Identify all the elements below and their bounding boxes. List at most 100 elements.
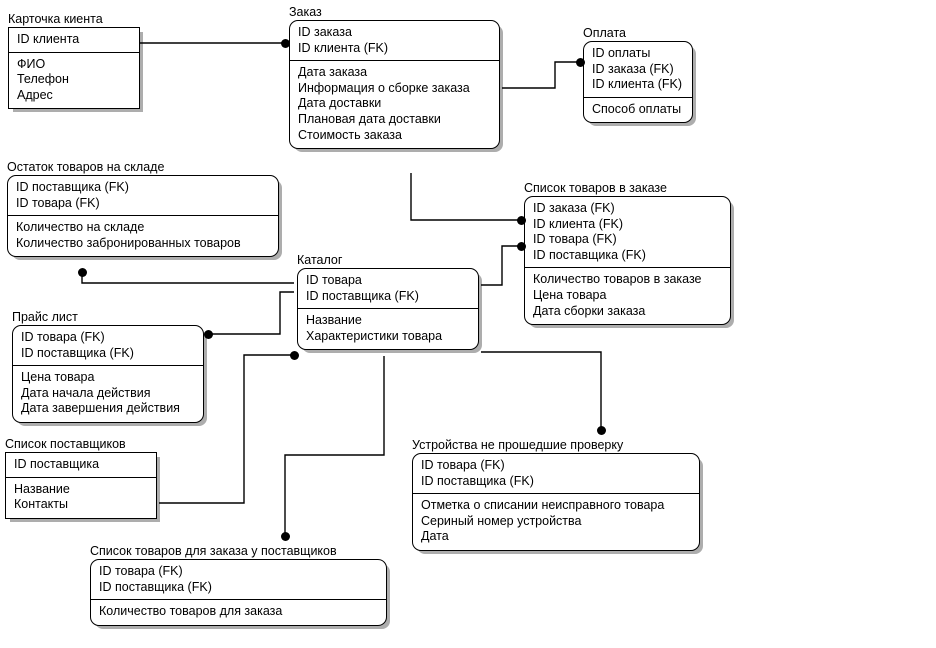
entity-title: Оплата bbox=[583, 26, 626, 40]
attribute-field: Количество товаров в заказе bbox=[533, 272, 702, 287]
dot-price-right bbox=[203, 329, 213, 339]
rel-order-payment bbox=[502, 61, 580, 89]
entity-box[interactable]: ID заказа (FK)ID клиента (FK)ID товара (… bbox=[524, 196, 731, 326]
dot-payment-left bbox=[575, 57, 585, 67]
key-attributes-section: ID клиента bbox=[9, 28, 139, 52]
dot-catalog-left bbox=[289, 350, 299, 360]
attribute-field: Название bbox=[14, 481, 70, 496]
attribute-field: Способ оплаты bbox=[592, 101, 682, 116]
key-field: ID заказа bbox=[298, 25, 352, 39]
key-attributes-section: ID поставщика (FK)ID товара (FK) bbox=[8, 176, 278, 215]
attribute-field: Плановая дата доставки bbox=[298, 111, 441, 126]
entity-box[interactable]: ID товара (FK)ID поставщика (FK)Цена тов… bbox=[12, 325, 204, 423]
key-field: ID поставщика bbox=[14, 457, 100, 471]
non-key-attributes-section: Способ оплаты bbox=[584, 96, 692, 123]
attribute-field: Количество забронированных товаров bbox=[16, 235, 241, 250]
key-field: ID поставщика (FK) bbox=[533, 247, 646, 262]
dot-orderlist-top bbox=[280, 531, 290, 541]
key-field: ID товара (FK) bbox=[533, 232, 617, 247]
entity-title: Список товаров в заказе bbox=[524, 181, 667, 195]
key-field: ID клиента (FK) bbox=[533, 216, 624, 231]
attribute-field: Количество товаров для заказа bbox=[99, 604, 283, 619]
entity-box[interactable]: ID товара (FK)ID поставщика (FK)Отметка … bbox=[412, 453, 700, 551]
attribute-field: Количество на складе bbox=[16, 220, 145, 235]
key-field: ID клиента (FK) bbox=[298, 40, 389, 55]
entity-title: Список поставщиков bbox=[5, 437, 126, 451]
attribute-field: Информация о сборке заказа bbox=[298, 80, 470, 95]
attribute-field: Дата bbox=[421, 529, 449, 544]
attribute-field: Дата завершения действия bbox=[21, 401, 180, 416]
key-field: ID клиента (FK) bbox=[592, 77, 683, 92]
attribute-field: ФИО bbox=[17, 56, 46, 71]
dot-items-order bbox=[516, 215, 526, 225]
entity-box[interactable]: ID товара (FK)ID поставщика (FK) Количест… bbox=[90, 559, 387, 626]
key-field: ID поставщика (FK) bbox=[99, 579, 212, 594]
key-attributes-section: ID поставщика bbox=[6, 453, 156, 477]
attribute-field: Цена товара bbox=[533, 287, 607, 302]
entity-title: Карточка киента bbox=[8, 12, 103, 26]
dot-stock-bottom bbox=[77, 267, 87, 277]
key-field: ID поставщика (FK) bbox=[421, 473, 534, 488]
key-field: ID заказа (FK) bbox=[533, 201, 615, 215]
rel-catalog-items bbox=[481, 245, 521, 286]
dot-items-catalog bbox=[516, 241, 526, 251]
attribute-field: Характеристики товара bbox=[306, 328, 443, 343]
key-field: ID товара (FK) bbox=[16, 195, 100, 210]
rel-catalog-devices bbox=[481, 351, 602, 430]
key-field: ID клиента bbox=[17, 32, 80, 46]
attribute-field: Дата сборки заказа bbox=[533, 303, 646, 318]
key-field: ID товара (FK) bbox=[21, 330, 105, 344]
key-attributes-section: ID товара (FK)ID поставщика (FK) bbox=[413, 454, 699, 493]
entity-title: Каталог bbox=[297, 253, 343, 267]
rel-stock-catalog bbox=[81, 272, 294, 284]
rel-price-catalog bbox=[208, 291, 294, 335]
rel-order-items bbox=[410, 173, 521, 221]
non-key-attributes-section: Количество товаров для заказа bbox=[91, 599, 386, 625]
entity-title: Остаток товаров на складе bbox=[7, 160, 165, 174]
attribute-field: Контакты bbox=[14, 497, 68, 512]
entity-title: Список товаров для заказа у поставщиков bbox=[90, 544, 337, 558]
entity-title: Устройства не прошедшие проверку bbox=[412, 438, 624, 452]
key-attributes-section: ID товара (FK)ID поставщика (FK) bbox=[13, 326, 203, 365]
attribute-field: Адрес bbox=[17, 87, 53, 102]
key-field: ID поставщика (FK) bbox=[306, 288, 419, 303]
attribute-field: Отметка о списании неисправного товара bbox=[421, 498, 665, 513]
dot-devices-top bbox=[596, 425, 606, 435]
attribute-field: Цена товара bbox=[21, 370, 95, 385]
attribute-field: Телефон bbox=[17, 72, 69, 87]
dot-order-left bbox=[280, 38, 290, 48]
key-attributes-section: ID товара (FK)ID поставщика (FK) bbox=[91, 560, 386, 599]
attribute-field: Стоимость заказа bbox=[298, 127, 402, 142]
key-field: ID товара bbox=[306, 273, 362, 287]
attribute-field: Дата начала действия bbox=[21, 385, 151, 400]
attribute-field: Дата заказа bbox=[298, 65, 368, 80]
key-field: ID поставщика (FK) bbox=[21, 345, 134, 360]
key-field: ID поставщика (FK) bbox=[16, 180, 129, 194]
entity-box[interactable]: ID поставщика (FK)ID товара (FK)Количест… bbox=[7, 175, 279, 258]
attribute-field: Сериный номер устройства bbox=[421, 513, 582, 528]
rel-catalog-orderlist bbox=[284, 356, 385, 536]
key-field: ID заказа (FK) bbox=[592, 61, 674, 76]
entity-title: Прайс лист bbox=[12, 310, 78, 324]
entity-title: Заказ bbox=[289, 5, 322, 19]
attribute-field: Название bbox=[306, 313, 362, 328]
key-field: ID оплаты bbox=[592, 46, 651, 60]
key-attributes-section: ID заказа (FK)ID клиента (FK)ID товара (… bbox=[525, 197, 730, 267]
key-field: ID товара (FK) bbox=[421, 458, 505, 472]
